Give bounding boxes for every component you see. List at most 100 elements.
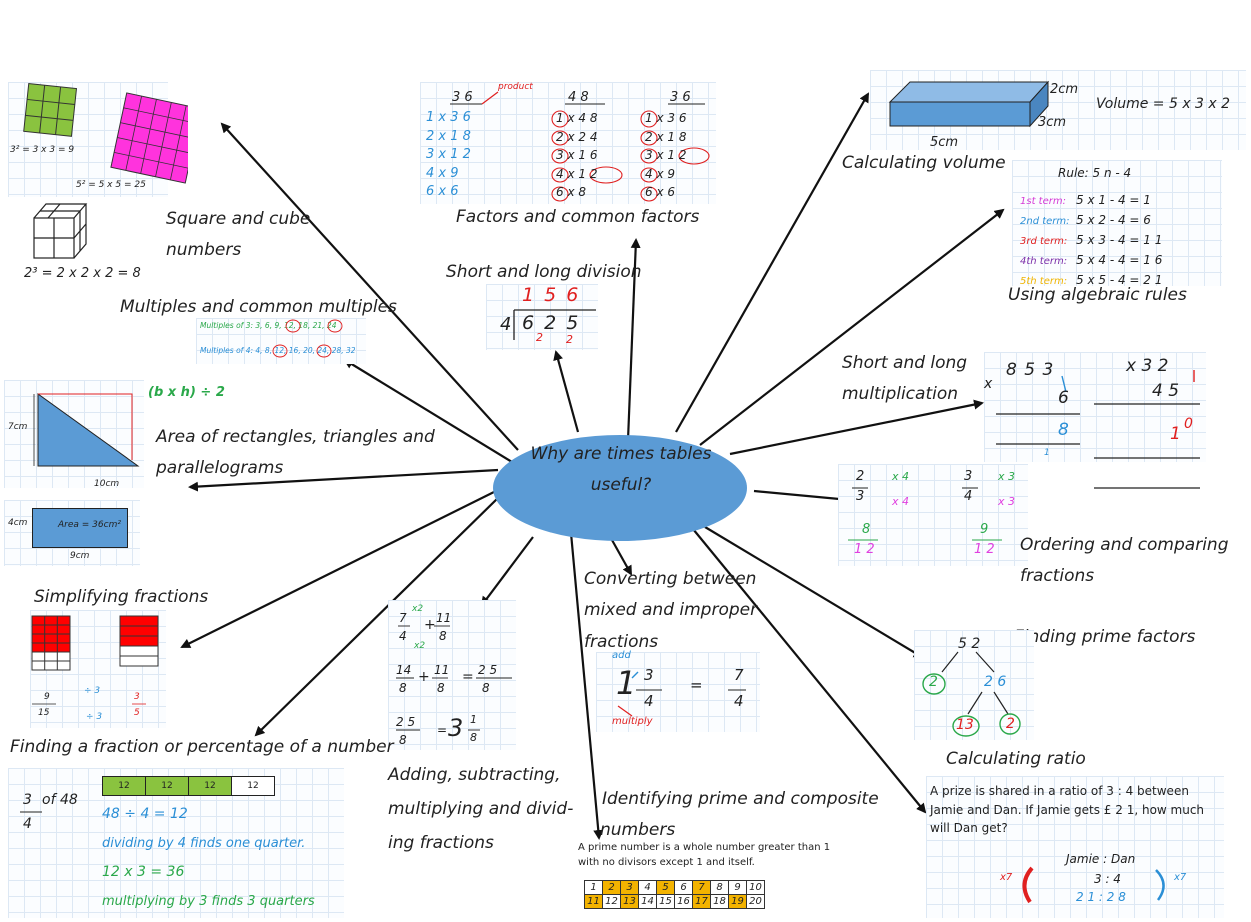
simplify-op-den: ÷ 3 — [86, 712, 103, 722]
multiplication-answer: 8 — [1058, 420, 1069, 440]
bar-segment: 12 — [146, 777, 189, 795]
topic-ratio: Calculating ratio — [946, 749, 1086, 769]
multiplication-carry: 1 — [1044, 448, 1050, 458]
arrow-multiples — [343, 358, 513, 463]
number-cell: 12 — [602, 894, 621, 909]
converting-equals: = — [690, 676, 703, 694]
term-label: 3rd term: — [1020, 236, 1068, 247]
division-quotient: 1 5 6 — [522, 284, 581, 306]
ordering-f1-op-den: x 4 — [892, 495, 910, 508]
division-bracket — [513, 309, 596, 340]
factor-pair: 1 x 3 6 — [426, 110, 471, 125]
factor-pair: 4 x 9 — [645, 166, 675, 181]
converting-panel — [596, 652, 760, 732]
fraction-of-den: 4 — [23, 816, 32, 832]
ordering-bars — [848, 487, 1002, 541]
simplify-op: ÷ 3 — [84, 686, 101, 696]
ordering-f2-op: x 3 — [998, 470, 1016, 483]
topic-square-cube: Square and cube numbers — [166, 204, 310, 267]
bar-segment: 12 — [189, 777, 232, 795]
adding-plus-1: + — [424, 617, 436, 633]
ordering-r1-den: 1 2 — [854, 542, 875, 557]
arrow-prime-composite — [569, 532, 604, 840]
multiplication-multiplier-2: 4 5 — [1152, 381, 1180, 401]
area-base-label: 10cm — [94, 479, 120, 489]
prime-factor-b: 2 6 — [984, 674, 1007, 690]
term-expr: 5 x 1 - 4 = 1 — [1076, 193, 1151, 207]
factor-pair: 3 x 1 6 — [556, 148, 598, 162]
center-title: Why are times tables useful? — [490, 439, 752, 502]
term-expr: 5 x 5 - 4 = 2 1 — [1076, 273, 1163, 287]
fraction-of-step3: 12 x 3 = 36 — [102, 864, 185, 880]
factors-list-3: 1 x 3 6 2 x 1 8 3 x 1 2 4 x 9 6 x 6 — [645, 109, 686, 202]
adding-g-den: 8 — [470, 731, 477, 744]
number-cell: 20 — [746, 894, 765, 909]
ordering-r1-num: 8 — [862, 522, 871, 537]
number-cell: 14 — [638, 894, 657, 909]
adding-f-num: 2 5 — [396, 715, 416, 729]
topic-square-cube-line1: Square and cube — [166, 209, 311, 229]
multiplication-top: 8 5 3 — [1006, 360, 1055, 380]
multiplication-lines — [996, 370, 1200, 489]
factors-list-1: 1 x 3 6 2 x 1 8 3 x 1 2 4 x 9 6 x 6 — [426, 109, 471, 202]
prime-factor-d: 2 — [1006, 716, 1015, 732]
multiples-panel — [196, 318, 366, 364]
ratio-panel — [926, 776, 1224, 918]
term-label: 2nd term: — [1020, 216, 1070, 227]
multiples-circles — [272, 319, 343, 358]
center-title-line2: useful? — [590, 475, 652, 496]
converting-lines — [617, 671, 746, 717]
multiplication-top-2: x 3 2 — [1126, 356, 1169, 376]
factor-pair: 1 x 3 6 — [645, 111, 687, 125]
algebra-term-row: 2nd term: 5 x 2 - 4 = 6 — [1020, 211, 1162, 231]
number-cell: 17 — [692, 894, 711, 909]
topic-prime-composite: Identifying prime and composite numbers — [600, 784, 879, 847]
arrow-adding — [480, 536, 534, 607]
factor-pair: 3 x 1 2 — [426, 147, 471, 162]
multiplication-answer-2: 1 — [1170, 424, 1181, 444]
adding-c-num: 14 — [396, 663, 412, 677]
arrow-multiplication — [729, 399, 984, 456]
topic-fraction-of: Finding a fraction or percentage of a nu… — [10, 737, 394, 757]
number-cell: 10 — [746, 880, 765, 895]
factor-pair: 2 x 1 8 — [645, 129, 687, 144]
fraction-of-line — [20, 811, 42, 813]
adding-equals-2: = — [437, 723, 448, 737]
term-expr: 5 x 2 - 4 = 6 — [1076, 213, 1151, 227]
volume-height: 2cm — [1050, 82, 1079, 97]
bar-segment: 12 — [232, 777, 274, 795]
factor-pair: 4 x 1 2 — [556, 166, 598, 181]
topic-ordering: Ordering and comparing fractions — [1020, 530, 1228, 593]
arrow-volume — [675, 92, 869, 433]
adding-plus-2: + — [418, 669, 430, 685]
adding-d-den: 8 — [437, 681, 445, 695]
division-panel — [486, 284, 598, 350]
arrow-ordering — [753, 489, 852, 505]
simplify-bars — [31, 615, 159, 705]
adding-b-den: 8 — [439, 629, 447, 643]
converting-den: 4 — [644, 692, 654, 710]
arrow-ratio — [692, 528, 927, 814]
topic-converting-line1: Converting between — [584, 569, 757, 589]
adding-a-x-den: x2 — [414, 641, 426, 651]
multiplication-multiplier: 6 — [1058, 388, 1069, 408]
number-cell: 3 — [620, 880, 639, 895]
volume-width: 5cm — [930, 135, 959, 150]
ratio-names: Jamie : Dan — [1066, 852, 1136, 866]
adding-a-x: x2 — [412, 604, 424, 614]
area-rect-area-label: Area = 36cm² — [58, 520, 121, 530]
fraction-of-step1: 48 ÷ 4 = 12 — [102, 806, 188, 822]
converting-add-label: add — [612, 650, 631, 661]
number-cell: 16 — [674, 894, 693, 909]
bar-segment: 12 — [103, 777, 146, 795]
adding-b-num: 11 — [436, 611, 452, 625]
ordering-f1-den: 3 — [856, 489, 865, 504]
number-cell: 7 — [692, 880, 711, 895]
ratio-answer: 2 1 : 2 8 — [1076, 890, 1126, 904]
topic-converting-line3: fractions — [584, 631, 659, 652]
factor-pair: 6 x 6 — [426, 184, 459, 199]
volume-cuboid — [888, 80, 1050, 128]
converting-result-den: 4 — [734, 692, 744, 710]
